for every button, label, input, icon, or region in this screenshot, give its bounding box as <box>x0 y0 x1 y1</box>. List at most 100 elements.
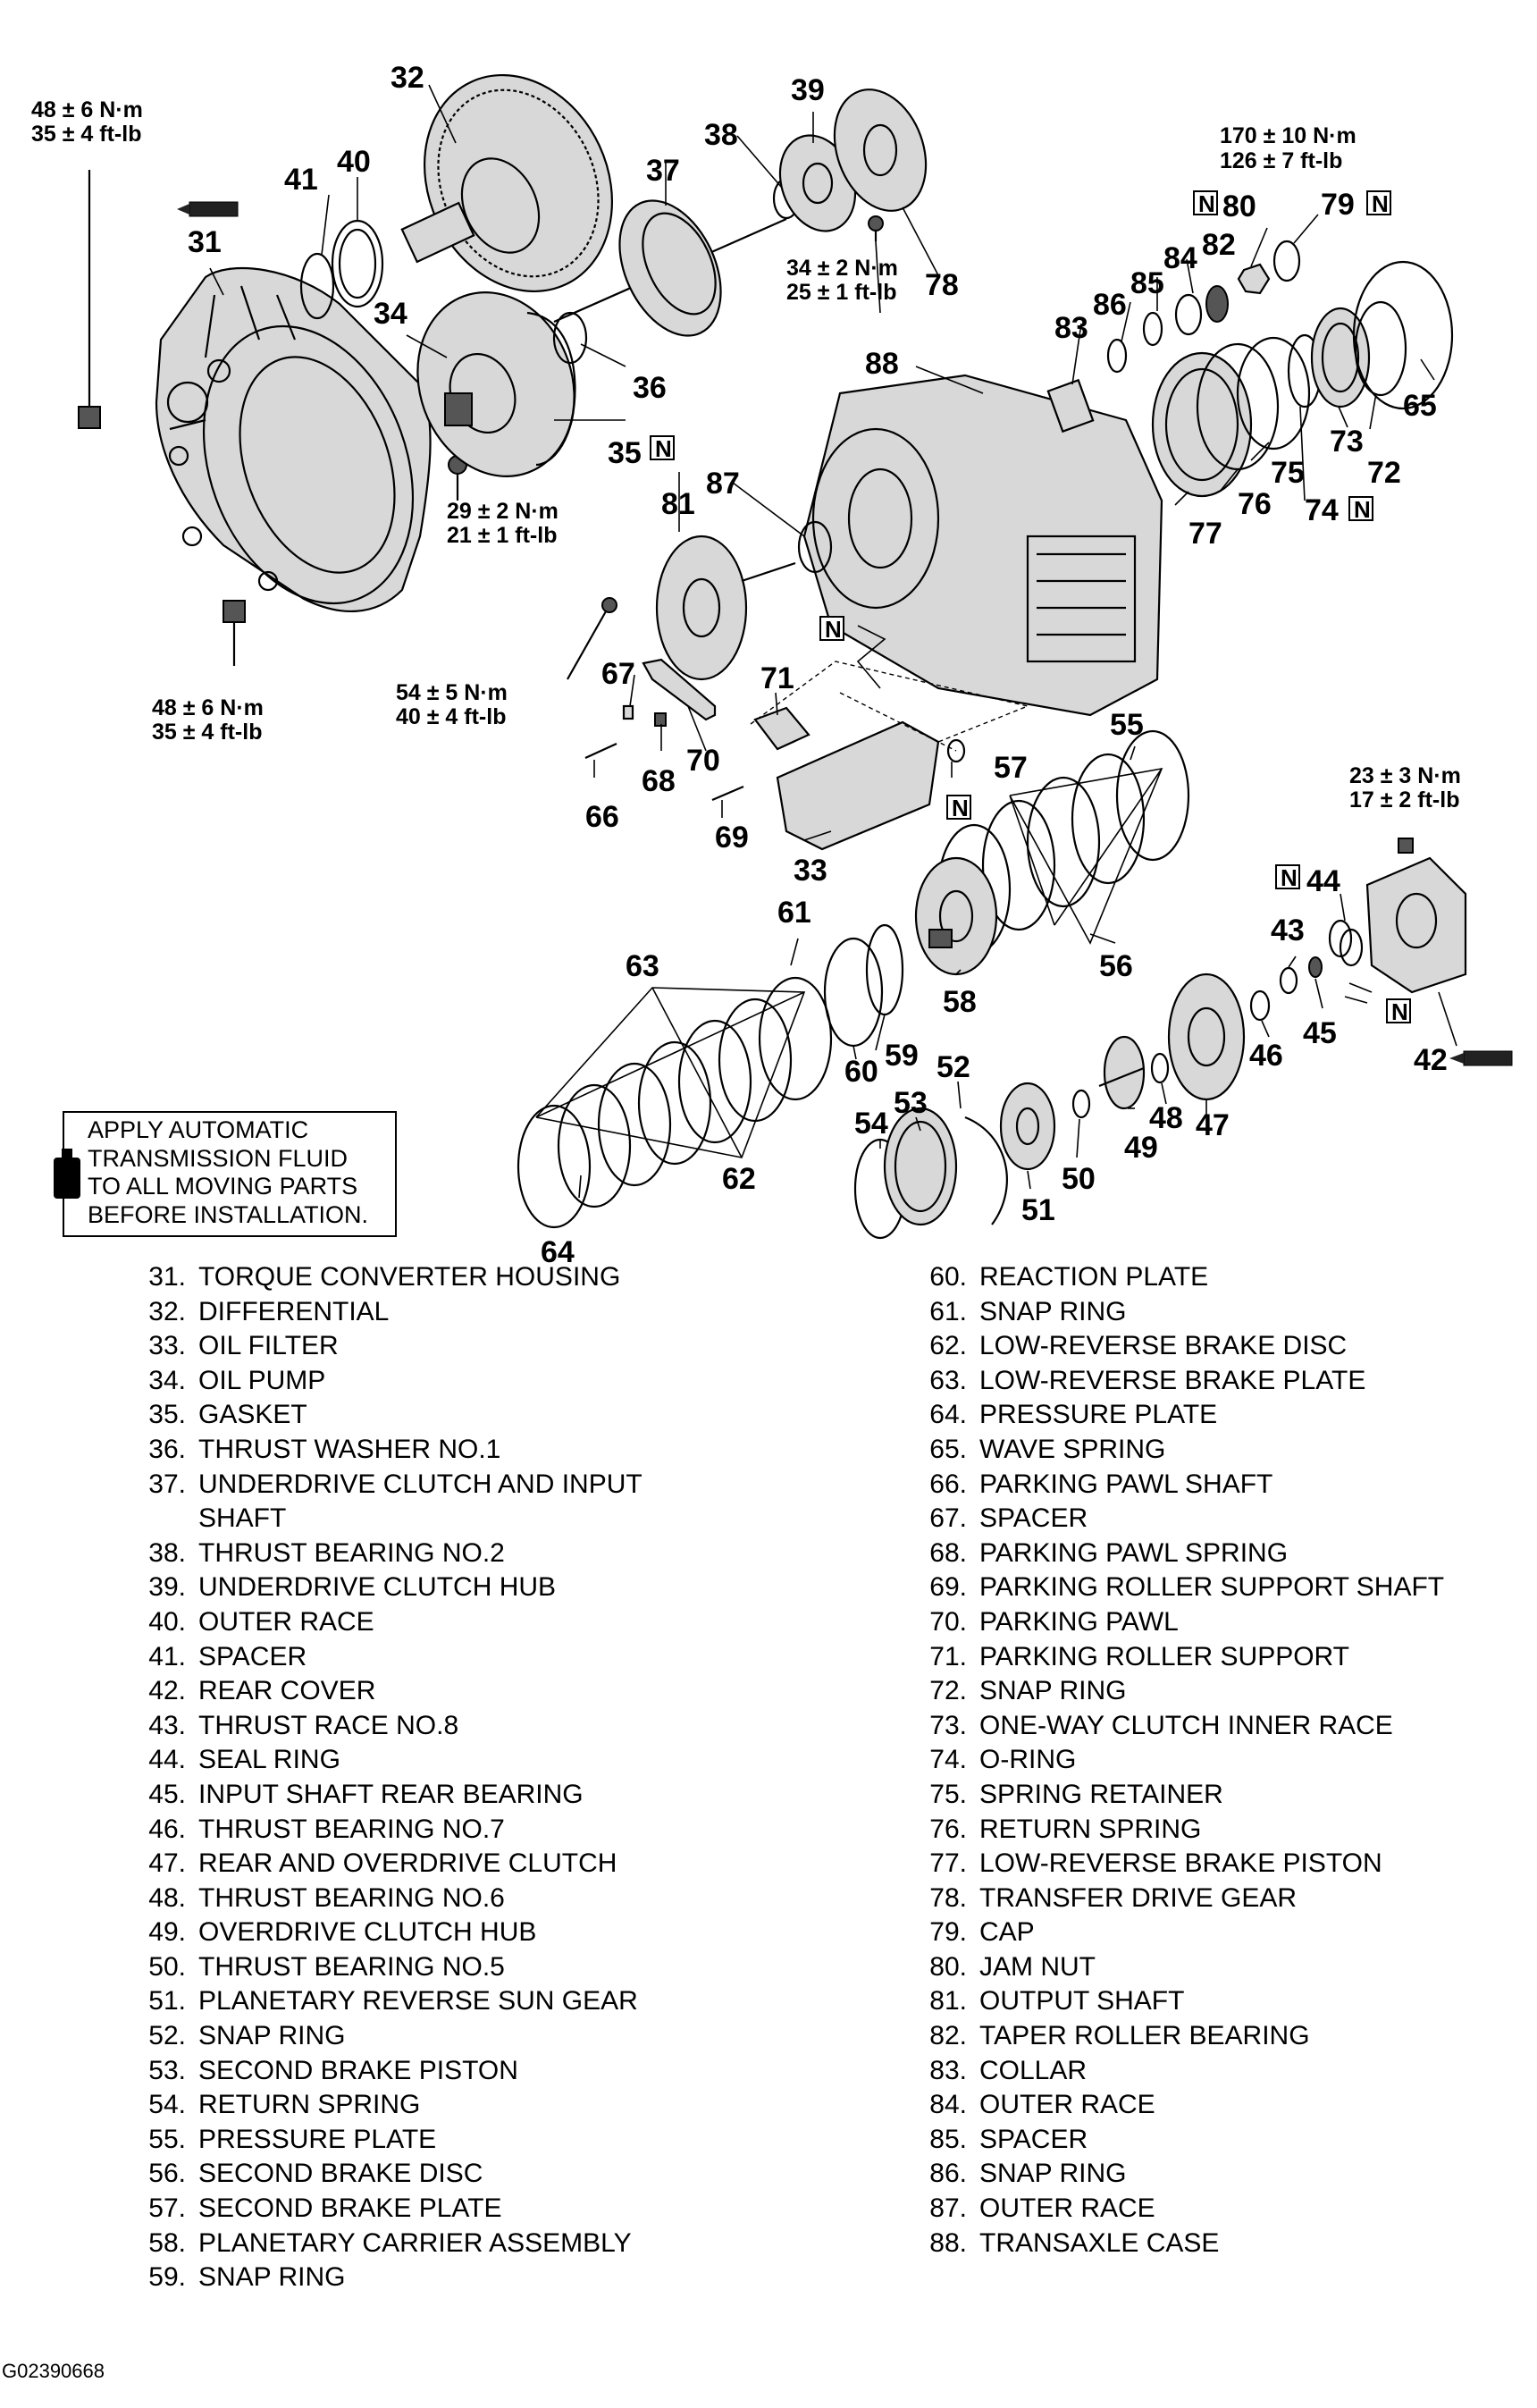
legend-item-number: 87. <box>929 2193 967 2224</box>
legend-item-label: PARKING ROLLER SUPPORT SHAFT <box>979 1572 1445 1603</box>
legend-item-label: PARKING ROLLER SUPPORT <box>979 1641 1349 1671</box>
callout-39: 39 <box>791 73 825 107</box>
input-shaft-drawing <box>553 199 787 337</box>
callout-34: 34 <box>374 297 407 331</box>
legend-item-label: SNAP RING <box>198 2262 346 2293</box>
legend-item-number: 84. <box>929 2090 967 2120</box>
callout-84: 84 <box>1163 241 1197 275</box>
legend-item-number: 78. <box>929 1882 967 1913</box>
legend-item-number: 40. <box>148 1606 186 1637</box>
legend-item-number: 66. <box>929 1469 967 1499</box>
callout-33: 33 <box>794 854 827 888</box>
legend-item-label: SECOND BRAKE DISC <box>198 2159 483 2189</box>
callout-45: 45 <box>1303 1016 1337 1050</box>
legend-item-label: TRANSFER DRIVE GEAR <box>979 1882 1298 1913</box>
legend-item-number: 83. <box>929 2055 967 2085</box>
callout-51: 51 <box>1021 1193 1055 1227</box>
legend-item-number: 69. <box>929 1572 967 1603</box>
legend-item-number: 46. <box>148 1814 186 1844</box>
leader-lines <box>209 84 1457 1199</box>
svg-text:N: N <box>825 616 842 643</box>
legend-item-label: THRUST BEARING NO.6 <box>198 1882 505 1913</box>
torque-spec: 17 ± 2 ft-lb <box>1349 787 1459 812</box>
seal-ring <box>1328 919 1353 958</box>
new-part-mark: N <box>1386 998 1411 1025</box>
legend-item-number: 61. <box>929 1296 967 1326</box>
legend-item-label: SNAP RING <box>979 1676 1127 1706</box>
legend-item-label: COLLAR <box>979 2055 1088 2085</box>
callout-53: 53 <box>894 1086 928 1120</box>
callout-43: 43 <box>1271 914 1305 947</box>
new-part-mark: N <box>650 435 675 462</box>
legend-item-label: TORQUE CONVERTER HOUSING <box>198 1262 621 1292</box>
legend-item-number: 44. <box>148 1745 186 1775</box>
legend-item-number: 74. <box>929 1745 967 1775</box>
planetary-reverse-sun-gear-drawing <box>999 1082 1056 1171</box>
oil-pump-drawing <box>416 291 575 477</box>
legend-item-number: 70. <box>929 1606 967 1637</box>
legend-item-label: THRUST WASHER NO.1 <box>198 1434 501 1464</box>
parking-roller-support-drawing <box>753 706 810 751</box>
callout-74: 74 <box>1305 493 1339 527</box>
legend-item-label: OUTER RACE <box>979 2193 1155 2224</box>
legend-item-label: THRUST BEARING NO.7 <box>198 1814 505 1844</box>
legend-item-label: PRESSURE PLATE <box>198 2124 437 2154</box>
callout-76: 76 <box>1238 487 1272 521</box>
legend-item-label: REACTION PLATE <box>979 1262 1209 1292</box>
legend-item-number: 32. <box>148 1296 186 1326</box>
parking-pawl-spring-block <box>654 712 667 727</box>
legend-item-label: SEAL RING <box>198 1745 340 1775</box>
legend-item-number: 37. <box>148 1469 186 1499</box>
legend-item-label: SNAP RING <box>979 1296 1127 1326</box>
snap-ring <box>964 1116 1008 1225</box>
legend-item-number: 58. <box>148 2227 186 2258</box>
legend-item-number: 57. <box>148 2193 186 2224</box>
callout-85: 85 <box>1130 266 1164 300</box>
reaction-plate-ring <box>823 937 884 1048</box>
fluid-note: APPLY AUTOMATIC TRANSMISSION FLUID TO AL… <box>54 1111 397 1237</box>
second-brake-plate-ring <box>946 738 966 763</box>
legend-item-number: 81. <box>929 1986 967 2016</box>
callout-57: 57 <box>994 751 1028 785</box>
callout-46: 46 <box>1249 1039 1283 1073</box>
legend-item-number: 39. <box>148 1572 186 1603</box>
callout-63: 63 <box>626 949 659 983</box>
svg-text:N: N <box>952 795 969 821</box>
callout-52: 52 <box>936 1050 970 1084</box>
exploded-view-diagram: N N N N N N N N 48 ± 6 N·m 35 ± 4 ft-lb … <box>31 61 1513 1269</box>
callout-37: 37 <box>646 154 680 188</box>
new-part-mark: N <box>1275 864 1300 891</box>
collar-drawing <box>1046 378 1095 434</box>
low-reverse-brake-piston-ring <box>1151 351 1253 498</box>
legend-item-label: GASKET <box>198 1400 307 1430</box>
callout-81: 81 <box>661 487 695 521</box>
legend-item-label: OIL PUMP <box>198 1365 326 1395</box>
callout-72: 72 <box>1367 456 1401 490</box>
legend-item-label: INPUT SHAFT REAR BEARING <box>198 1779 584 1809</box>
callout-58: 58 <box>943 985 977 1019</box>
callout-40: 40 <box>337 145 371 179</box>
legend-item-number: 42. <box>148 1676 186 1706</box>
legend-item-label: DIFFERENTIAL <box>198 1296 390 1326</box>
legend-item-number: 50. <box>148 1951 186 1982</box>
legend-item-label: RETURN SPRING <box>198 2090 421 2120</box>
bolt-icon <box>1398 838 1414 854</box>
callout-61: 61 <box>777 896 811 930</box>
new-part-mark: N <box>1193 190 1218 217</box>
callout-83: 83 <box>1054 311 1088 345</box>
legend-item-label: PLANETARY CARRIER ASSEMBLY <box>198 2227 632 2258</box>
callout-32: 32 <box>391 61 424 95</box>
callout-88: 88 <box>865 347 899 381</box>
legend-item-number: 65. <box>929 1434 967 1464</box>
legend-item-number: 88. <box>929 2227 967 2258</box>
transaxle-case-drawing <box>802 374 1163 717</box>
parking-roller-support-shaft-drawing <box>711 785 744 802</box>
legend-item-number: 82. <box>929 2021 967 2051</box>
legend-item-number: 38. <box>148 1537 186 1568</box>
bolt-icon <box>868 215 884 241</box>
svg-text:N: N <box>1354 496 1371 523</box>
legend-item-label: PRESSURE PLATE <box>979 1400 1218 1430</box>
callout-48: 48 <box>1149 1101 1183 1135</box>
new-part-mark: N <box>946 795 971 821</box>
callout-64: 64 <box>541 1235 575 1269</box>
